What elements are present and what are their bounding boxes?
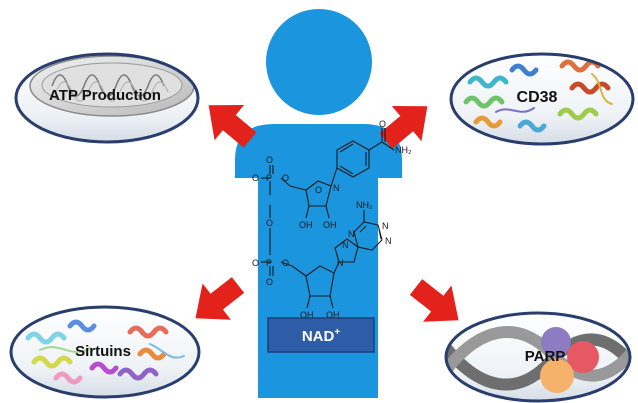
cd38-protein-illustration [463,59,613,133]
amine-group-label: NH₂ [356,200,373,210]
atom-o-label: O [379,119,386,129]
sirtuins-label: Sirtuins [75,343,131,360]
hydroxyl-label: OH [326,310,340,320]
atp-production-node: ATP Production [14,52,200,144]
ribose-upper [305,180,332,207]
atom-o-label: O [315,185,322,195]
atom-o-label: O [266,218,273,228]
parp-domain-purple [541,327,571,357]
arrow-to-atp [208,105,257,148]
atom-o-label: O [282,258,289,268]
molecule-atom-labels: NH₂ O N O OH OH O P O O O P O O O OH OH … [252,119,412,320]
parp-node: PARP [444,311,632,403]
parp-label: PARP [525,348,566,365]
atom-n-label: N [333,183,340,193]
parp-domain-red [567,341,599,373]
atom-n-label: N [385,236,392,246]
cd38-label: CD38 [517,89,558,106]
person-body [235,124,402,398]
atom-p-label: P [266,173,272,183]
parp-dna-illustration [446,326,630,393]
hydroxyl-label: OH [300,310,314,320]
amide-group-label: NH₂ [395,145,412,155]
sirtuin-protein-illustration [25,319,185,385]
atom-n-label: N [348,229,355,239]
atom-o-label: O [252,258,259,268]
atom-p-label: P [266,258,272,268]
nad-label: NAD+ [302,327,341,345]
cd38-node: CD38 [449,52,635,146]
atom-o-label: O [282,173,289,183]
arrow-to-sirtuins [195,277,245,320]
parp-domain-orange [540,359,574,393]
atom-o-label: O [266,155,273,165]
ribose-lower [305,265,335,297]
nad-molecule [261,128,395,309]
atom-n-label: N [382,221,389,231]
atom-o-label: O [252,173,259,183]
adenine-ring-6 [353,221,383,251]
mitochondrion-illustration [29,55,195,117]
person-head [266,9,372,115]
nad-label-box: NAD+ [267,317,375,353]
arrow-to-parp [409,279,459,322]
atom-o-label: O [266,277,273,287]
sirtuins-node: Sirtuins [9,305,201,399]
atom-n-label: N [342,240,349,250]
hydroxyl-label: OH [323,220,337,230]
atom-n-label: N [337,258,344,268]
atp-production-label: ATP Production [49,87,161,104]
adenine-ring-5 [334,238,359,263]
hydroxyl-label: OH [299,220,313,230]
arrow-to-cd38 [379,106,428,149]
